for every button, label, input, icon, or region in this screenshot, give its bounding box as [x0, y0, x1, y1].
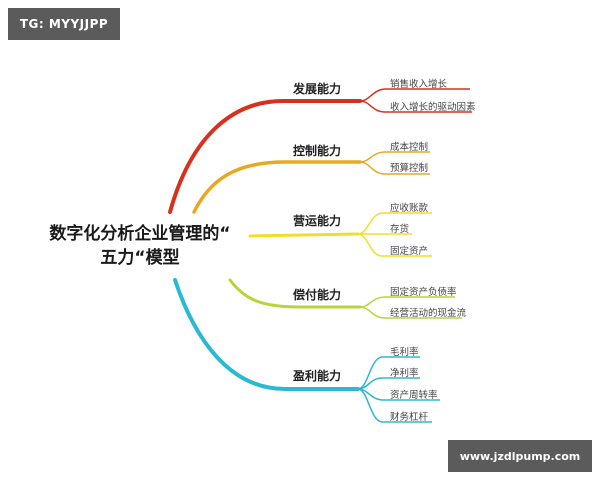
- leaf-label: 经营活动的现金流: [390, 308, 467, 319]
- leaf-label: 毛利率: [390, 347, 419, 358]
- branch-label-solvency: 偿付能力: [293, 288, 342, 302]
- leaf-label: 固定资产负债率: [390, 287, 457, 298]
- branch-label-operation: 营运能力: [293, 214, 342, 228]
- branch-label-development: 发展能力: [293, 82, 342, 96]
- leaf-label: 净利率: [390, 368, 419, 379]
- leaf-label: 销售收入增长: [390, 79, 448, 90]
- root-title-line-1: 数字化分析企业管理的“: [49, 224, 231, 244]
- watermark-badge-top: TG: MYYJJPP: [8, 8, 120, 40]
- branch-connector-profitability: [173, 278, 440, 423]
- watermark-badge-bottom: www.jzdlpump.com: [448, 440, 592, 472]
- branch-label-control: 控制能力: [293, 144, 342, 158]
- leaf-label: 收入增长的驱动因素: [390, 102, 476, 113]
- branch-connector-control: [192, 151, 430, 214]
- root-title-line-2: 五力“模型: [100, 248, 180, 268]
- leaf-label: 应收账款: [390, 203, 429, 214]
- leaf-label: 固定资产: [390, 246, 429, 257]
- leaf-label: 资产周转率: [390, 390, 438, 401]
- leaf-label: 预算控制: [390, 163, 429, 174]
- branch-connector-operation: [248, 212, 432, 257]
- leaf-label: 成本控制: [390, 142, 429, 153]
- branch-connector-solvency: [228, 278, 462, 319]
- leaf-label: 财务杠杆: [390, 412, 429, 423]
- leaf-label: 存货: [390, 224, 410, 235]
- branch-connector-development: [168, 88, 472, 214]
- root-node-title: 数字化分析企业管理的“ 五力“模型: [40, 222, 240, 270]
- branch-label-profitability: 盈利能力: [293, 369, 342, 383]
